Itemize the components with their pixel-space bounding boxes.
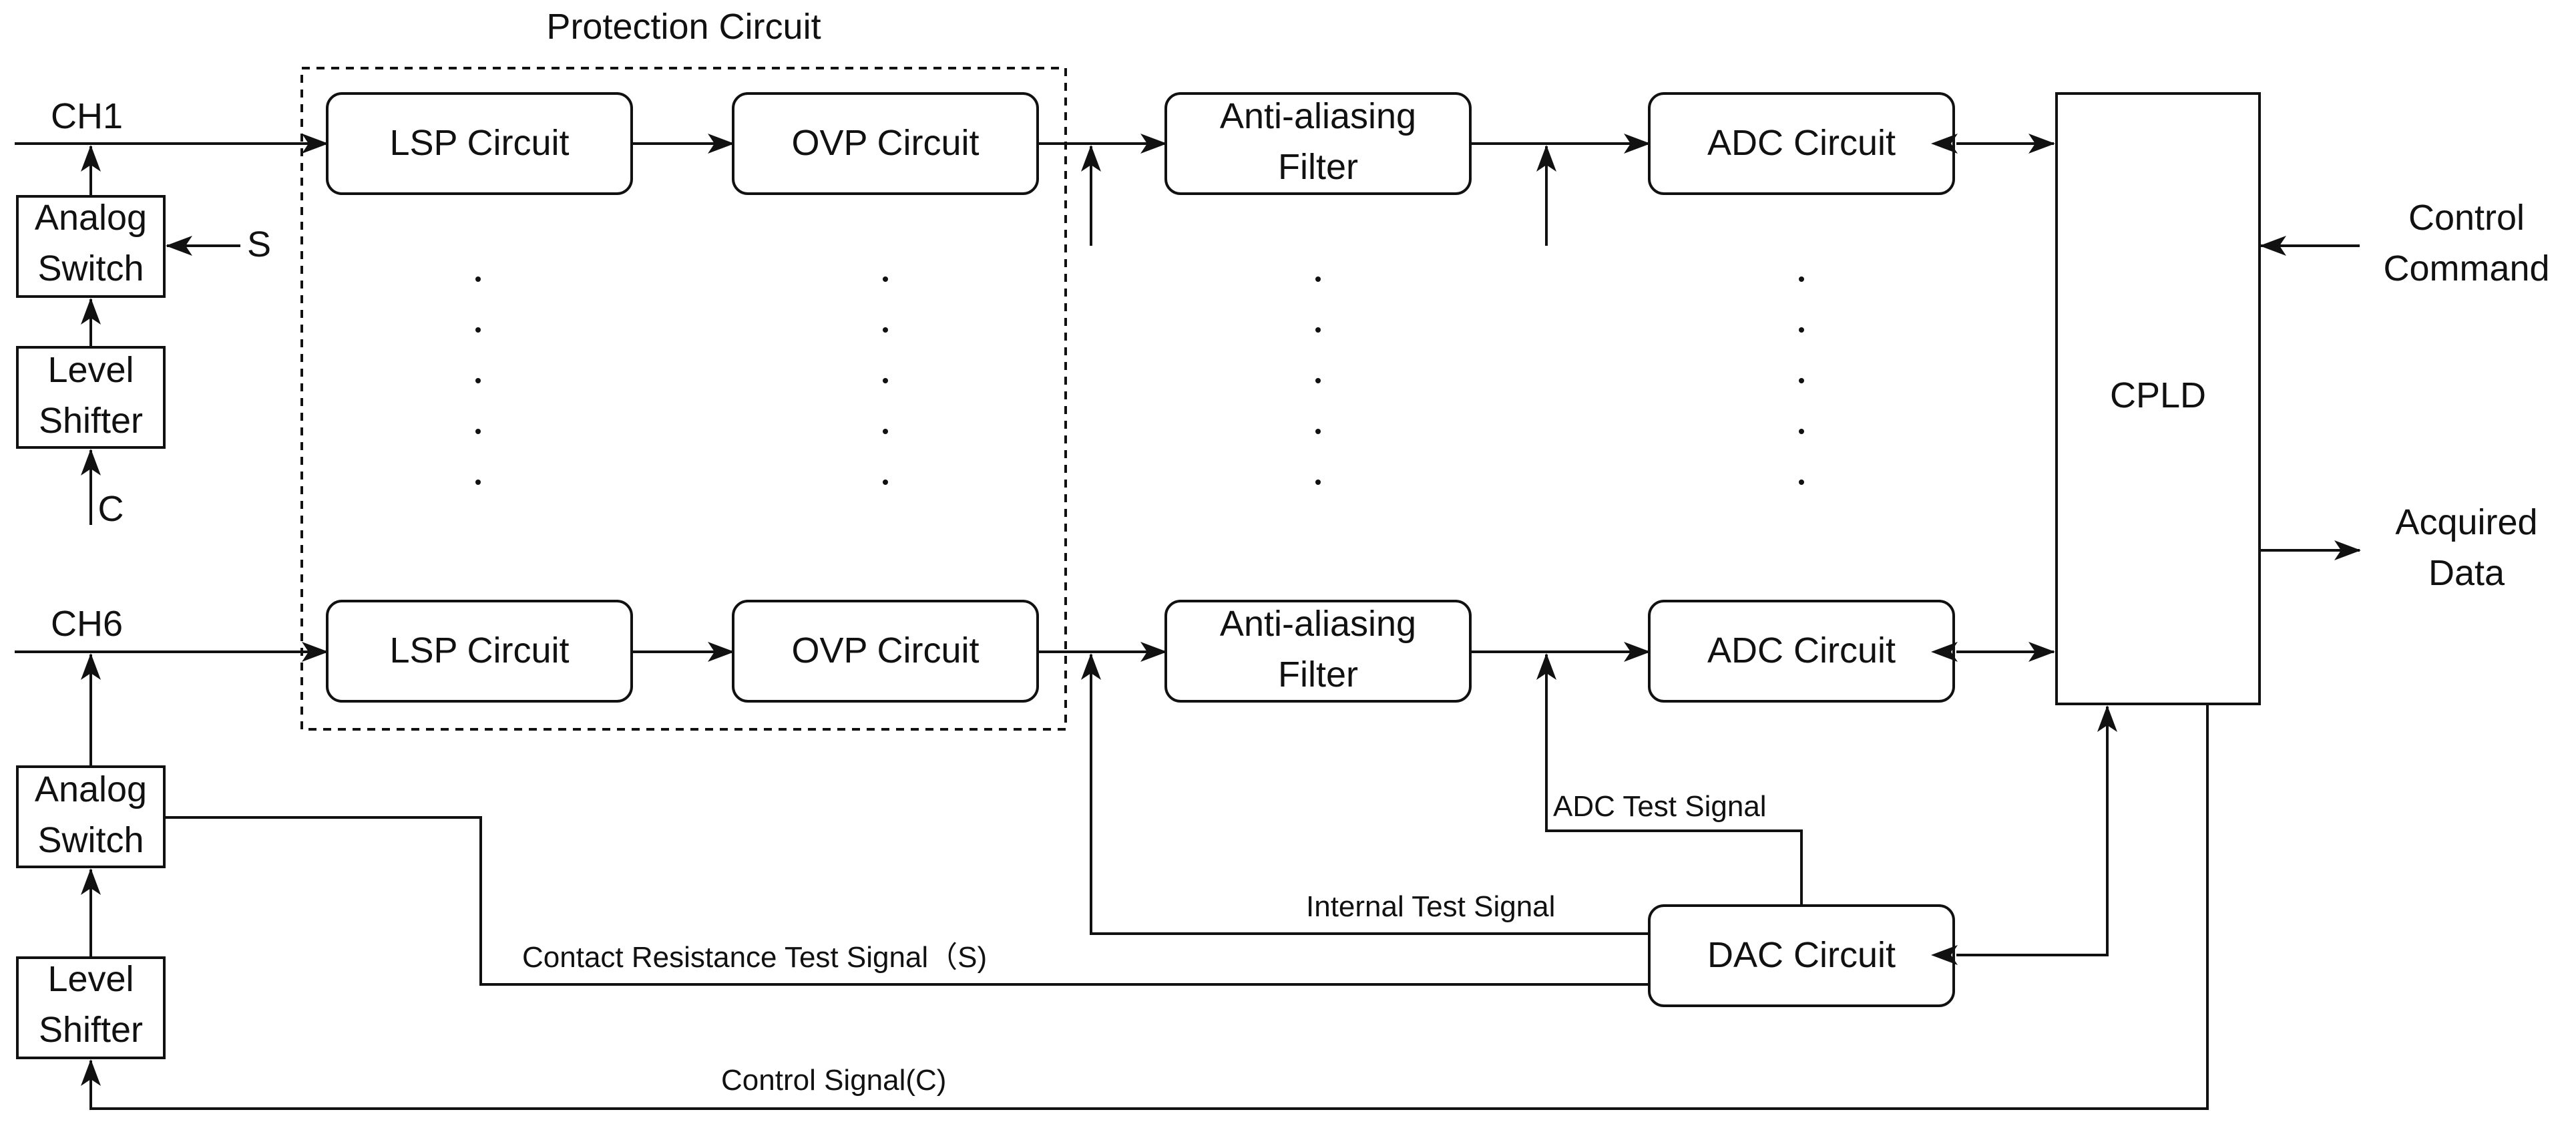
- level-shifter-bottom: [16, 956, 166, 1059]
- aaf-label-bottom-line2: Filter: [1278, 654, 1358, 695]
- contact-resistance-signal-label: Contact Resistance Test Signal（S): [522, 941, 987, 974]
- level-shifter-top: [16, 346, 166, 449]
- channel-ch6-label: CH6: [51, 604, 123, 644]
- level-shifter-top-line1: Level: [47, 350, 134, 390]
- lsp-label-bottom: LSP Circuit: [389, 630, 569, 671]
- analog-switch-top: [16, 195, 166, 298]
- internal-test-signal-wire: [1081, 653, 1649, 935]
- control-command-line2: Command: [2383, 248, 2549, 289]
- adc-test-signal-label: ADC Test Signal: [1553, 790, 1767, 823]
- adc-test-signal-wire: [1536, 653, 1803, 906]
- lsp-label-top: LSP Circuit: [389, 123, 569, 163]
- level-shifter-bottom-line2: Shifter: [39, 1010, 143, 1050]
- cpld-label: CPLD: [2110, 375, 2206, 415]
- aaf-label-top-line1: Anti-aliasing: [1220, 96, 1416, 136]
- protection-circuit-boundary: [300, 67, 1067, 731]
- level-shifter-bottom-line1: Level: [47, 959, 134, 999]
- aaf-label-bottom-line1: Anti-aliasing: [1220, 604, 1416, 644]
- ovp-label-top: OVP Circuit: [791, 123, 979, 163]
- protection-circuit-title: Protection Circuit: [546, 7, 821, 47]
- analog-switch-bottom-line2: Switch: [37, 820, 144, 860]
- analog-switch-top-line2: Switch: [37, 248, 144, 289]
- acquired-data-line2: Data: [2428, 553, 2505, 593]
- cpld-dac-bus: [1931, 705, 2117, 965]
- c-input-label: C: [98, 489, 124, 529]
- aaf-label-top-line2: Filter: [1278, 147, 1358, 187]
- control-signal-wire: [81, 704, 2209, 1110]
- internal-test-signal-label: Internal Test Signal: [1306, 890, 1555, 923]
- control-command-line1: Control: [2408, 198, 2525, 238]
- contact-resistance-signal-wire: [164, 816, 1649, 986]
- channel-ellipsis: [475, 276, 1804, 485]
- control-signal-label: Control Signal(C): [721, 1064, 946, 1097]
- cpld-block: [2055, 92, 2261, 705]
- analog-switch-bottom: [16, 765, 166, 868]
- adc-label-bottom: ADC Circuit: [1707, 630, 1896, 671]
- level-shifter-top-line2: Shifter: [39, 401, 143, 441]
- s-input-label: S: [247, 224, 271, 264]
- analog-switch-bottom-line1: Analog: [35, 769, 147, 809]
- channel-ch1-label: CH1: [51, 96, 123, 136]
- dac-label: DAC Circuit: [1707, 935, 1896, 975]
- analog-switch-top-line1: Analog: [35, 198, 147, 238]
- acquired-data-line1: Acquired: [2395, 502, 2537, 542]
- adc-label-top: ADC Circuit: [1707, 123, 1896, 163]
- ovp-label-bottom: OVP Circuit: [791, 630, 979, 671]
